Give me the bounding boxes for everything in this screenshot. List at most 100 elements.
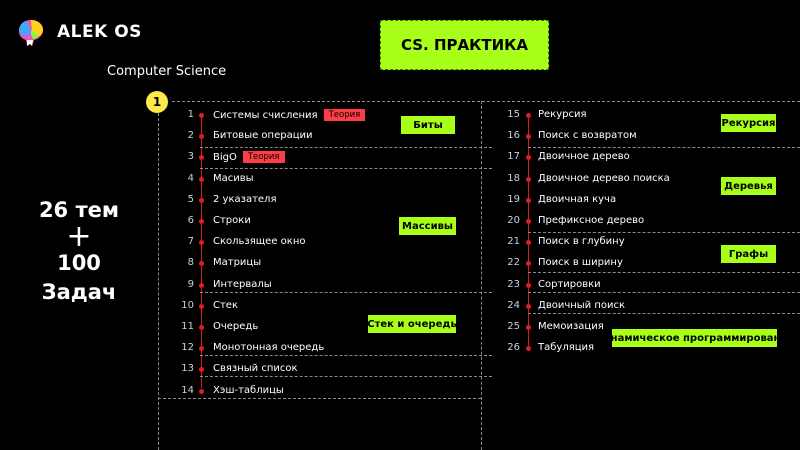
topic-row: 10 Стек bbox=[0, 297, 800, 317]
topic-title: Рекурсия bbox=[538, 109, 587, 120]
timeline-dot-icon bbox=[199, 303, 204, 309]
brain-logo-icon bbox=[17, 18, 45, 48]
timeline-dot-icon bbox=[199, 240, 204, 246]
topic-row: 22 Поиск в ширину bbox=[0, 254, 800, 274]
topic-number: 22 bbox=[507, 257, 520, 269]
topic-label: Двоичное дерево поиска bbox=[538, 173, 670, 184]
topic-label: Стек bbox=[213, 300, 238, 311]
topic-number: 17 bbox=[507, 151, 520, 163]
topic-number: 6 bbox=[187, 215, 194, 226]
category-graphs: Графы bbox=[721, 245, 776, 263]
timeline-dot-icon bbox=[526, 197, 531, 203]
topic-row: 20 Префиксное дерево bbox=[0, 212, 800, 232]
topic-label: Табуляция bbox=[538, 342, 594, 353]
left-section-separator bbox=[200, 376, 492, 377]
category-trees: Деревья bbox=[721, 177, 776, 195]
right-section-separator bbox=[528, 313, 800, 314]
timeline-dot-icon bbox=[199, 176, 204, 182]
timeline-dot-icon bbox=[199, 282, 204, 288]
left-frame-line bbox=[158, 113, 159, 450]
category-arrays: Массивы bbox=[399, 217, 456, 235]
topic-number: 2 bbox=[187, 130, 194, 142]
timeline-dot-icon bbox=[526, 240, 531, 246]
category-dynamic-programming: Динамическое программирование bbox=[595, 329, 794, 347]
topic-title: Масивы bbox=[213, 172, 254, 184]
page-title: CS. ПРАКТИКА bbox=[380, 20, 549, 70]
topic-number: 16 bbox=[507, 130, 520, 142]
timeline-dot-icon bbox=[526, 346, 531, 352]
topic-row: 4 Масивы bbox=[0, 170, 800, 190]
timeline-dot-icon bbox=[526, 155, 531, 161]
topic-label: 2 указателя bbox=[213, 194, 276, 205]
topic-title: Двоичная куча bbox=[538, 193, 617, 205]
topic-title: Битовые операции bbox=[213, 130, 313, 142]
topic-number: 18 bbox=[507, 172, 520, 184]
topic-row: 18 Двоичное дерево поиска bbox=[0, 170, 800, 190]
left-section-separator bbox=[200, 147, 492, 148]
topic-label: Сортировки bbox=[538, 279, 601, 290]
timeline-dot-icon bbox=[526, 176, 531, 182]
topic-label: Интервалы bbox=[213, 279, 272, 290]
topic-title: Двоичное дерево поиска bbox=[538, 172, 670, 184]
topic-number: 1 bbox=[187, 109, 194, 120]
topic-label: Префиксное дерево bbox=[538, 215, 644, 226]
topic-label: Монотонная очередь bbox=[213, 342, 324, 353]
topic-title: Мемоизация bbox=[538, 321, 604, 332]
left-section-separator bbox=[200, 168, 492, 169]
timeline-dot-icon bbox=[199, 261, 204, 267]
topic-label: Очередь bbox=[213, 321, 258, 332]
topic-number: 5 bbox=[187, 193, 194, 205]
topic-number: 4 bbox=[187, 172, 194, 184]
timeline-dot-icon bbox=[199, 219, 204, 224]
topic-number: 20 bbox=[507, 215, 520, 226]
topic-title: Табуляция bbox=[538, 342, 595, 354]
topic-label: Строки bbox=[213, 215, 251, 226]
topic-label: Поиск с возвратом bbox=[538, 130, 637, 141]
topic-number: 24 bbox=[507, 299, 520, 311]
bottom-divider bbox=[158, 398, 481, 399]
topic-number: 25 bbox=[507, 321, 520, 332]
topic-title: Интервалы bbox=[213, 278, 272, 290]
topic-label: Двоичное дерево bbox=[538, 151, 630, 162]
topic-title: Поиск с возвратом bbox=[538, 130, 637, 142]
topic-number: 10 bbox=[181, 299, 194, 311]
topic-number: 21 bbox=[507, 236, 520, 248]
topic-title: Скользящее окно bbox=[213, 236, 306, 248]
left-timeline bbox=[201, 116, 202, 388]
stats-summary: 26 тем + 100 Задач bbox=[24, 196, 134, 307]
topic-label: BigO Теория bbox=[213, 151, 285, 164]
topic-number: 9 bbox=[187, 278, 194, 290]
timeline-dot-icon bbox=[199, 388, 204, 394]
topic-label: Поиск в ширину bbox=[538, 257, 623, 268]
topic-row: 25 Мемоизация bbox=[0, 318, 800, 338]
timeline-dot-icon bbox=[199, 346, 204, 352]
topic-row: 5 2 указателя bbox=[0, 191, 800, 211]
topic-label: Связный список bbox=[213, 363, 298, 374]
topic-number: 14 bbox=[181, 384, 194, 396]
left-section-separator bbox=[200, 355, 492, 356]
timeline-dot-icon bbox=[526, 261, 531, 267]
topic-label: Скользящее окно bbox=[213, 236, 305, 247]
topic-title: BigO bbox=[213, 152, 237, 164]
topic-title: Двоичный поиск bbox=[538, 299, 626, 311]
topic-row: 9 Интервалы bbox=[0, 276, 800, 296]
topic-number: 12 bbox=[181, 342, 194, 354]
theory-badge: Теория bbox=[242, 151, 285, 164]
topic-row: 24 Двоичный поиск bbox=[0, 297, 800, 317]
step-badge: 1 bbox=[146, 91, 168, 113]
timeline-dot-icon bbox=[199, 155, 204, 161]
topic-title: Поиск в ширину bbox=[538, 257, 623, 269]
topic-label: Поиск в глубину bbox=[538, 236, 625, 247]
topic-label: Рекурсия bbox=[538, 109, 587, 120]
timeline-dot-icon bbox=[199, 367, 204, 373]
timeline-dot-icon bbox=[526, 219, 531, 224]
right-section-separator bbox=[528, 232, 800, 233]
topic-row: 16 Поиск с возвратом bbox=[0, 127, 800, 147]
